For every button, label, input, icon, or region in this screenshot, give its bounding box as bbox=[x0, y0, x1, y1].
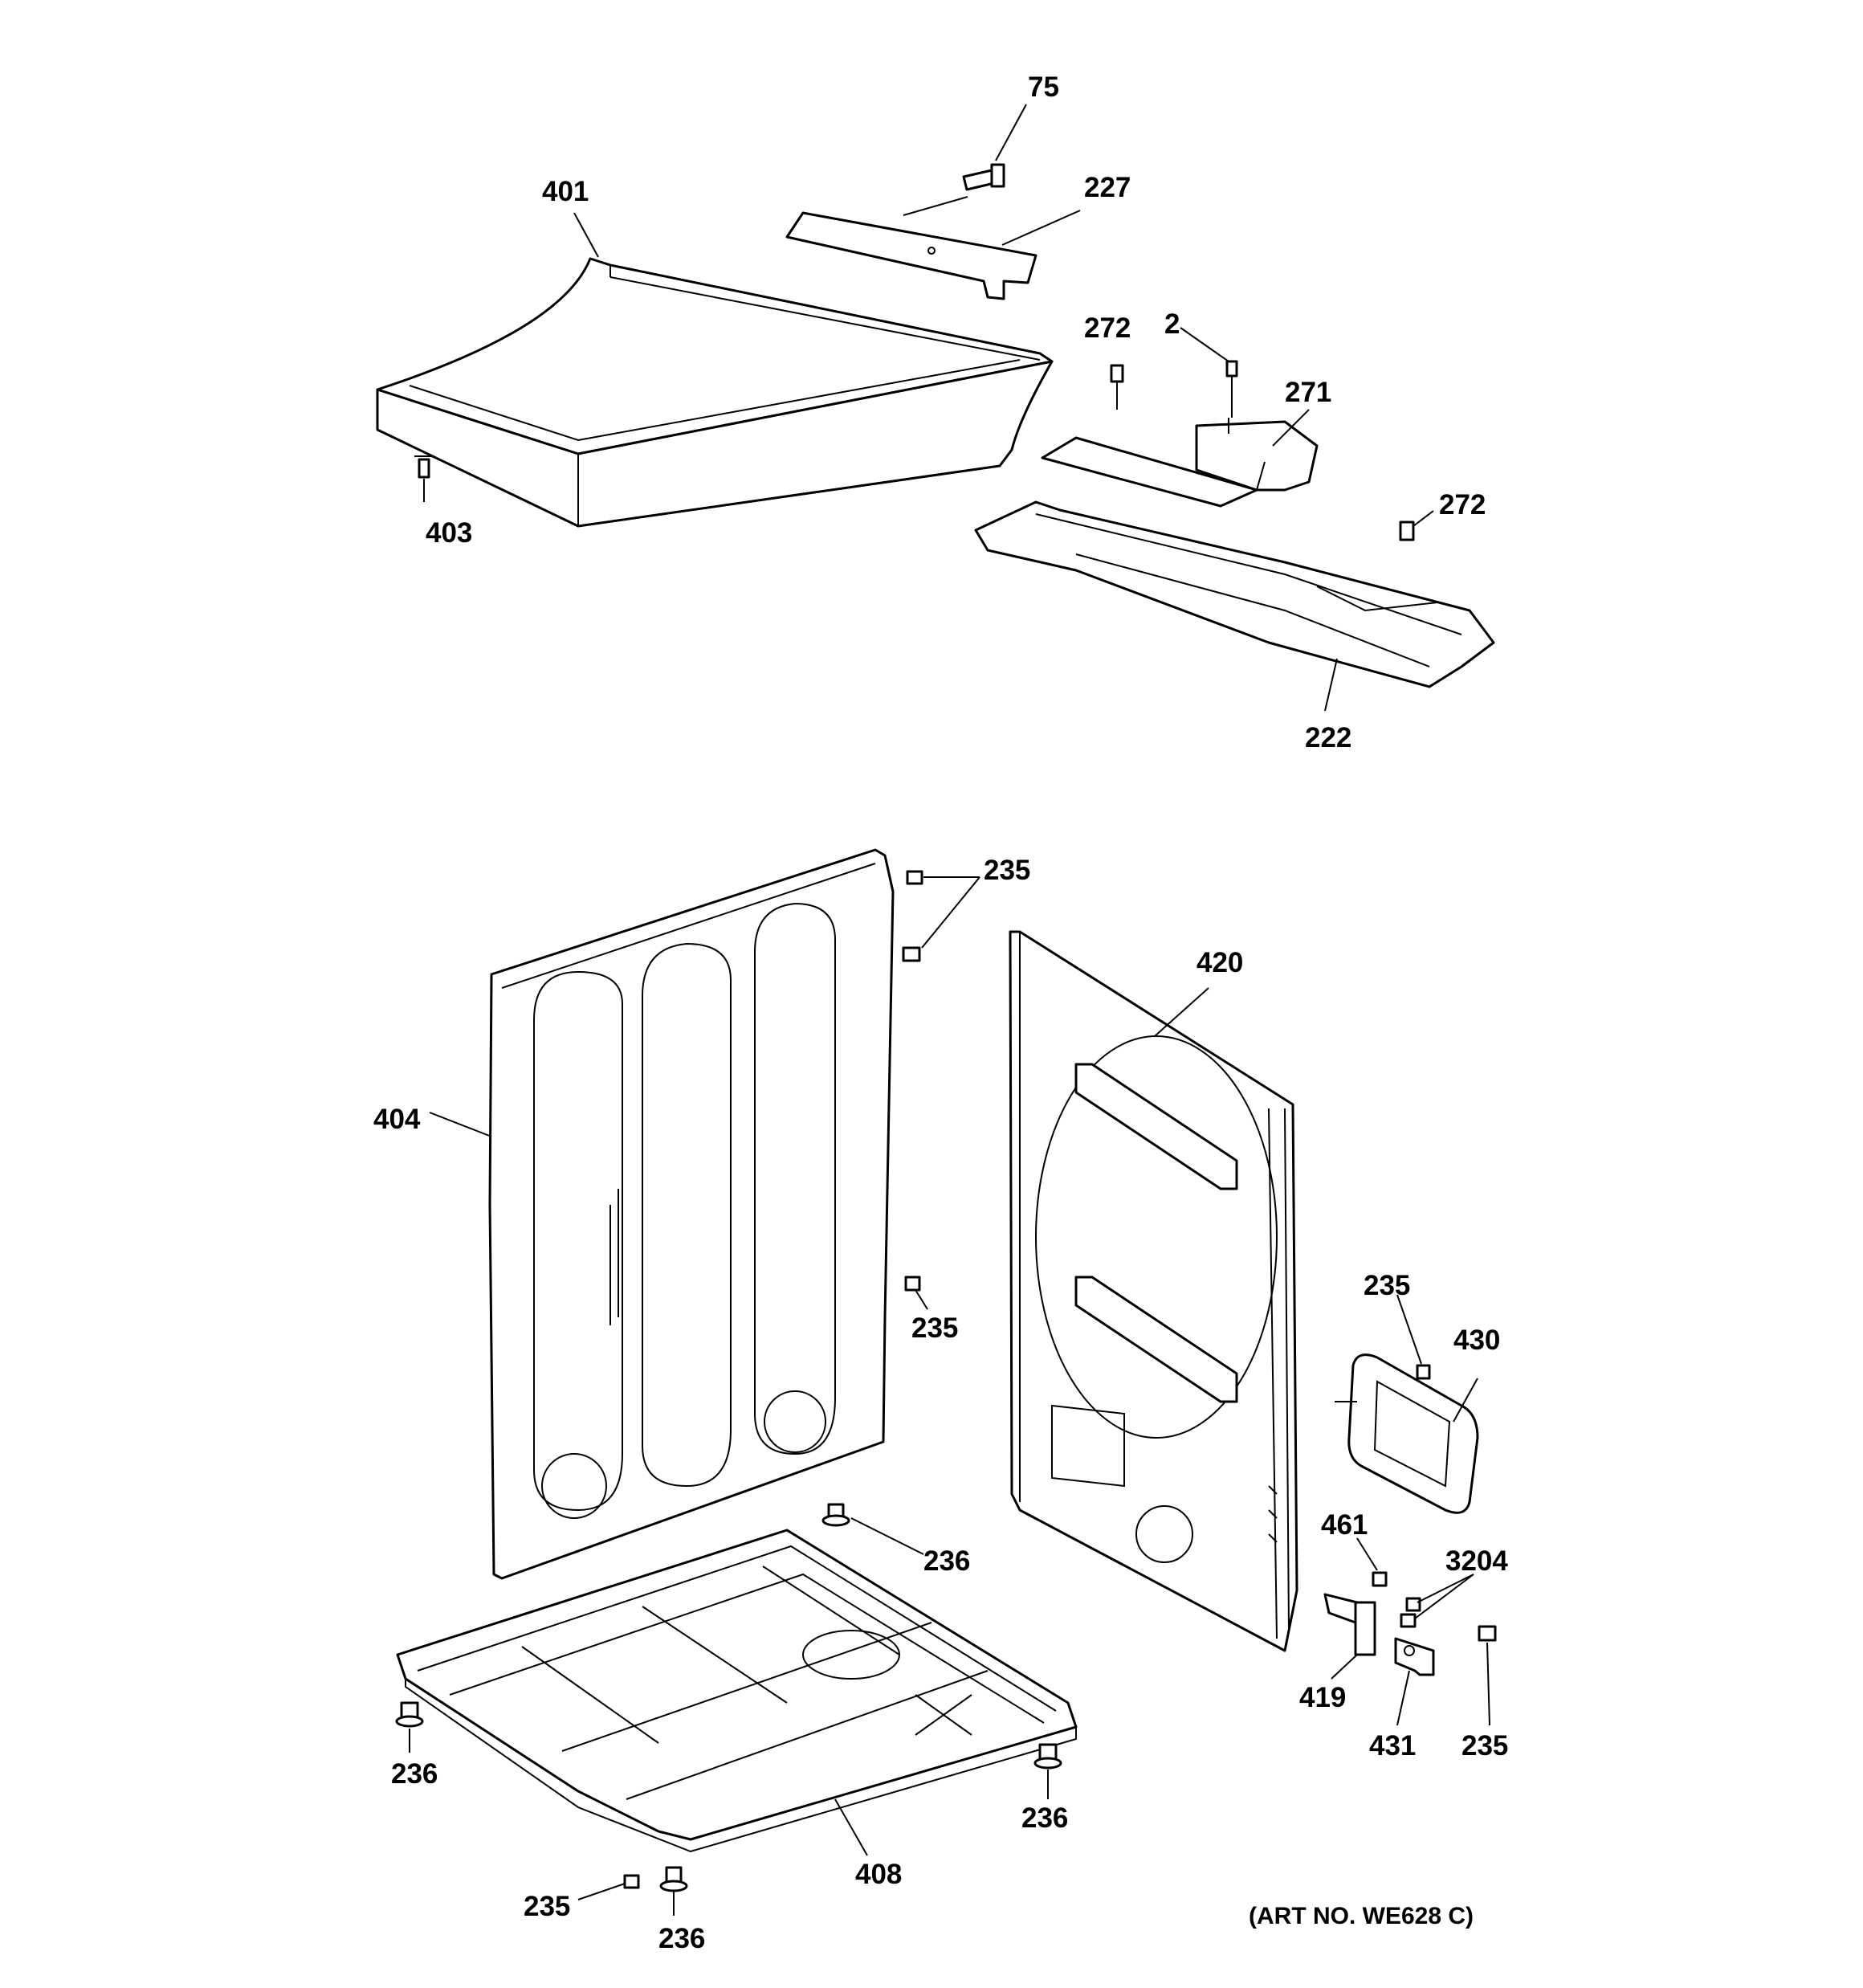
callout-3204: 3204 bbox=[1445, 1545, 1508, 1577]
part-227-bracket bbox=[785, 211, 1037, 300]
part-235-screw-mid bbox=[904, 1276, 921, 1292]
part-461-screw bbox=[1372, 1571, 1388, 1587]
callout-235: 235 bbox=[524, 1891, 570, 1922]
callout-236: 236 bbox=[923, 1545, 970, 1577]
callout-236: 236 bbox=[658, 1923, 705, 1954]
callout-461: 461 bbox=[1321, 1509, 1368, 1541]
part-272-screw-right bbox=[1399, 520, 1415, 541]
callout-403: 403 bbox=[426, 517, 472, 549]
callout-236: 236 bbox=[391, 1758, 438, 1790]
part-2-screw bbox=[1225, 360, 1238, 418]
callout-420: 420 bbox=[1196, 947, 1243, 978]
callout-2: 2 bbox=[1164, 308, 1180, 340]
part-222-rail bbox=[974, 500, 1495, 688]
callout-431: 431 bbox=[1369, 1730, 1416, 1761]
callout-235: 235 bbox=[1461, 1730, 1508, 1761]
callout-419: 419 bbox=[1299, 1682, 1346, 1713]
part-431-bracket bbox=[1394, 1637, 1435, 1676]
callout-272: 272 bbox=[1084, 312, 1131, 344]
part-408-base bbox=[396, 1529, 1078, 1853]
part-272-screw-upper bbox=[1110, 364, 1124, 410]
part-3204-screw-2 bbox=[1400, 1613, 1417, 1628]
callout-227: 227 bbox=[1084, 172, 1131, 203]
callout-404: 404 bbox=[373, 1104, 421, 1135]
part-236-foot-4 bbox=[659, 1866, 688, 1892]
callout-75: 75 bbox=[1028, 71, 1059, 103]
art-number: (ART NO. WE628 C) bbox=[1249, 1903, 1474, 1929]
callout-236: 236 bbox=[1021, 1802, 1068, 1834]
part-236-foot-3 bbox=[1033, 1743, 1062, 1770]
part-235-screw-upper-2 bbox=[902, 946, 921, 962]
part-430-vent-cover bbox=[1347, 1353, 1479, 1514]
part-235-screw-upper-1 bbox=[906, 870, 923, 885]
callout-408: 408 bbox=[855, 1859, 902, 1890]
callout-235: 235 bbox=[984, 855, 1030, 886]
part-235-screw-vent bbox=[1416, 1364, 1431, 1380]
part-235-screw-431 bbox=[1478, 1625, 1497, 1642]
callout-272: 272 bbox=[1439, 489, 1486, 520]
callout-222: 222 bbox=[1305, 722, 1351, 753]
callout-235: 235 bbox=[911, 1312, 958, 1344]
part-403-screw bbox=[414, 455, 434, 479]
part-271-bracket bbox=[1041, 418, 1319, 508]
callout-430: 430 bbox=[1453, 1325, 1500, 1356]
part-404-side-panel bbox=[488, 848, 895, 1580]
part-419-bracket bbox=[1323, 1593, 1376, 1656]
part-236-foot-1 bbox=[821, 1503, 850, 1527]
part-236-foot-2 bbox=[395, 1701, 424, 1728]
callout-271: 271 bbox=[1285, 377, 1331, 408]
part-420-rear-panel bbox=[1009, 930, 1298, 1652]
part-401-top-panel bbox=[376, 257, 1054, 528]
callout-labels: 75 227 401 272 2 271 272 403 222 235 420… bbox=[373, 71, 1508, 1954]
callout-401: 401 bbox=[542, 176, 589, 207]
callout-235: 235 bbox=[1364, 1270, 1410, 1301]
leader-lines bbox=[409, 104, 1490, 1916]
part-235-screw-bottom bbox=[623, 1874, 640, 1889]
part-3204-screw-1 bbox=[1405, 1597, 1421, 1612]
part-75-screw bbox=[962, 163, 1005, 191]
